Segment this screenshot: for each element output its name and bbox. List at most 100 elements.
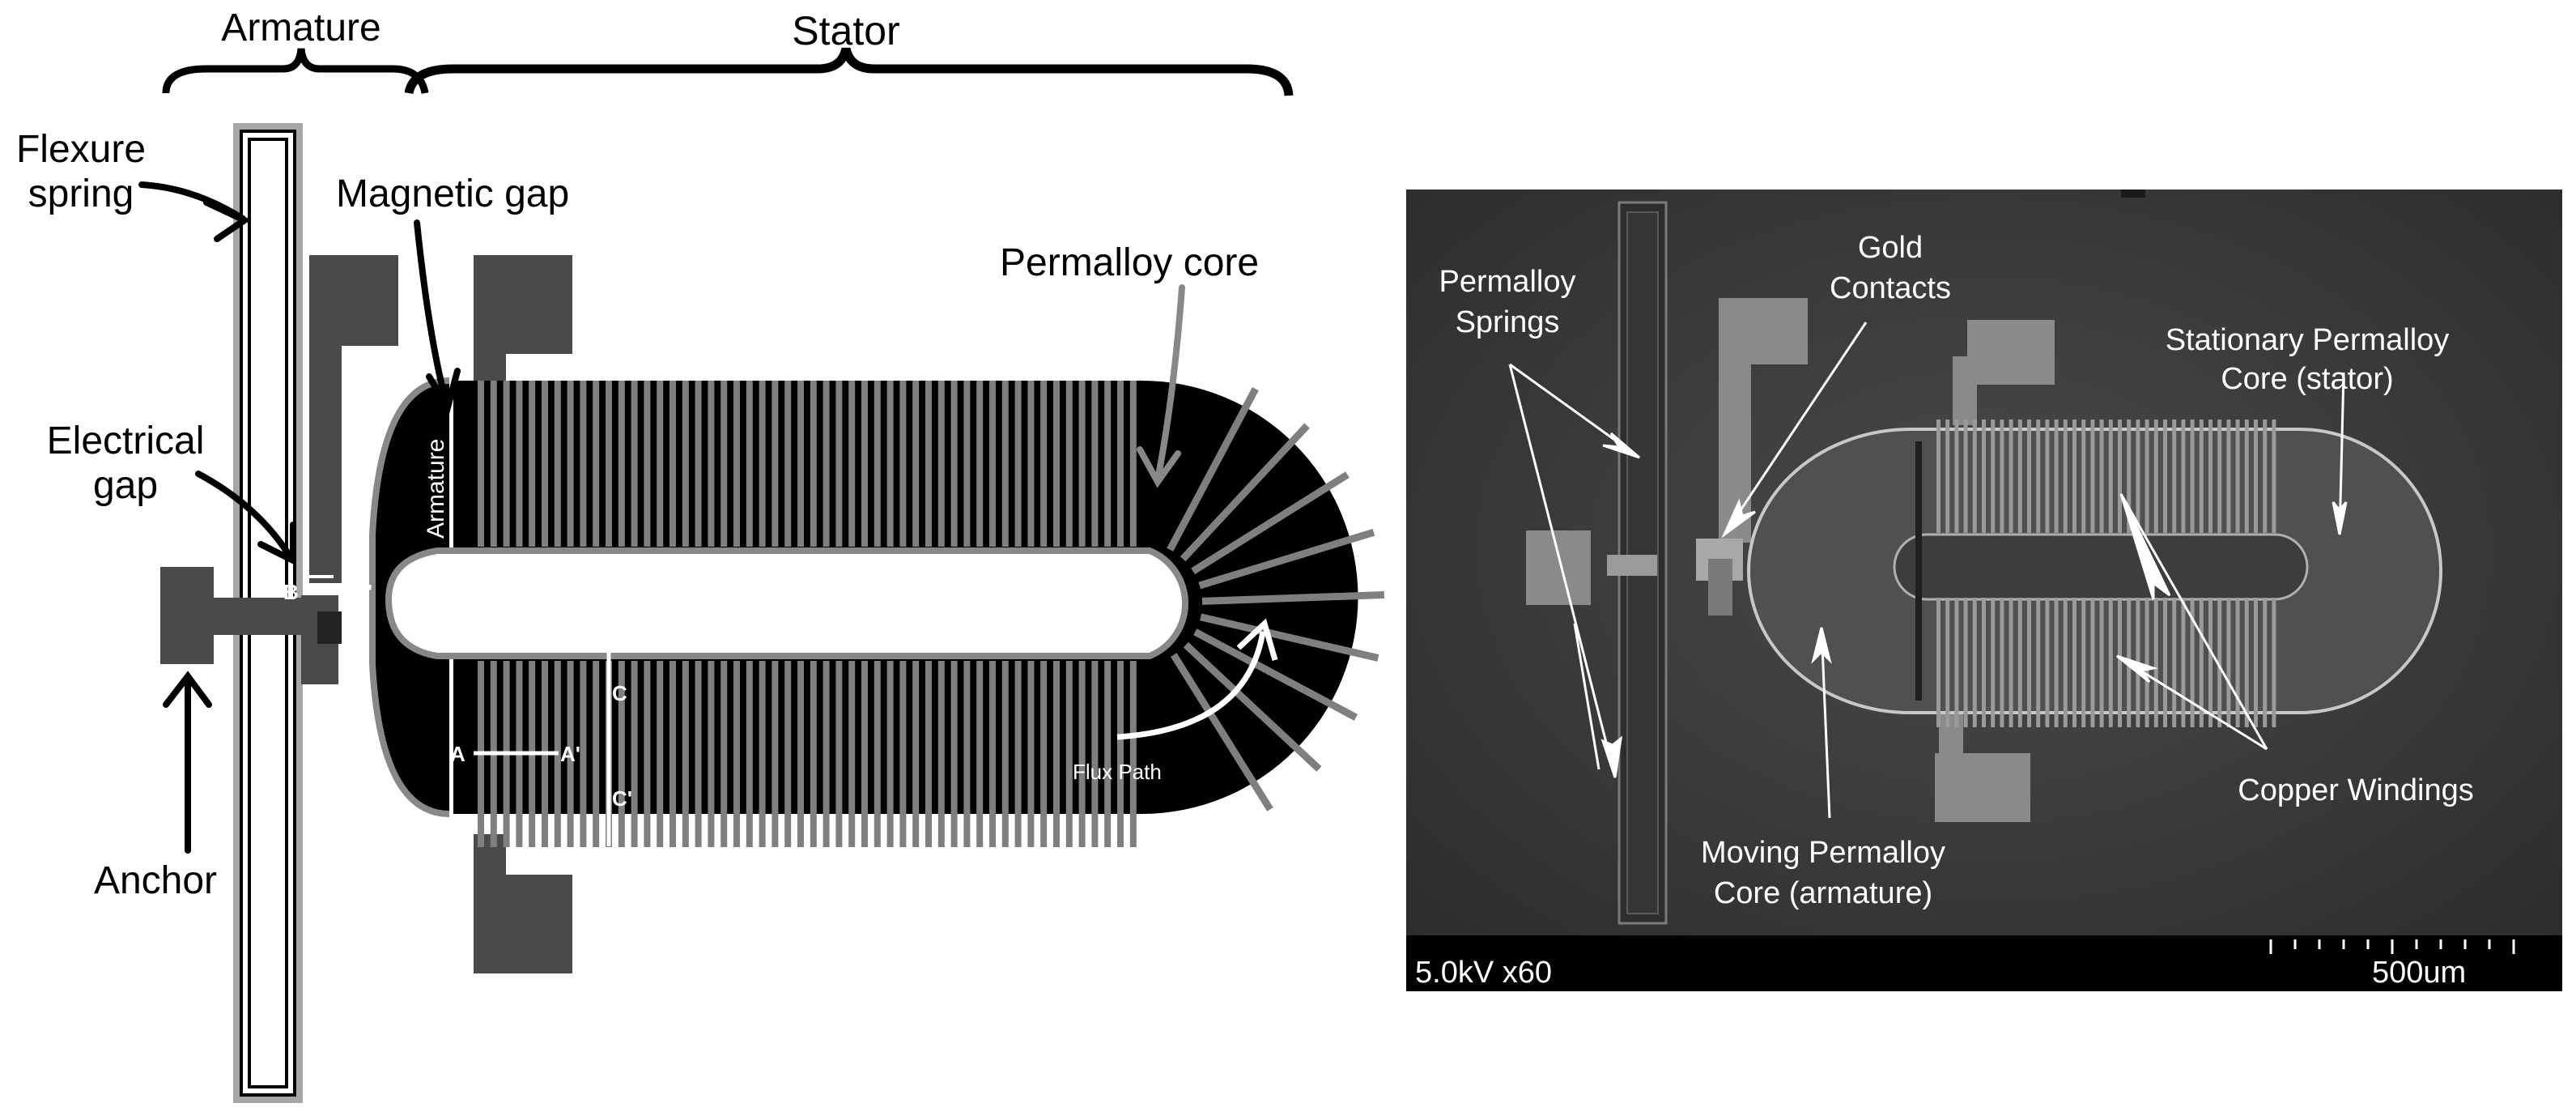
winding-upper <box>1065 381 1073 547</box>
winding-lower <box>682 661 689 847</box>
sem-winding-upper <box>1936 420 1941 533</box>
flux-path-label: Flux Path <box>1073 760 1162 784</box>
sem-winding-upper <box>2072 420 2077 533</box>
sem-winding-upper <box>2181 420 2186 533</box>
sem-winding-upper <box>2054 420 2059 533</box>
winding-lower <box>721 661 728 847</box>
winding-upper <box>759 381 766 547</box>
sem-image: 5.0kV x60 500um Permalloy Springs Gold C <box>1406 190 2562 991</box>
winding-lower <box>708 661 715 847</box>
label-a: A <box>450 742 465 766</box>
winding-upper <box>490 381 497 547</box>
winding-upper <box>1104 381 1112 547</box>
winding-lower <box>580 661 587 847</box>
winding-fan <box>1170 653 1273 811</box>
winding-lower <box>1027 661 1035 847</box>
winding-lower <box>861 661 868 847</box>
winding-lower <box>823 661 830 847</box>
sem-winding-lower <box>2081 598 2086 727</box>
sem-winding-upper <box>2199 420 2204 533</box>
winding-upper <box>848 381 856 547</box>
arrow-permalloy-core <box>1137 284 1185 488</box>
sem-winding-upper <box>2153 420 2158 533</box>
winding-upper <box>657 381 664 547</box>
winding-fan <box>1200 613 1379 662</box>
winding-lower <box>1117 661 1124 847</box>
winding-upper <box>695 381 702 547</box>
sem-winding-upper <box>2226 420 2231 533</box>
sem-winding-upper <box>1945 420 1950 533</box>
winding-upper <box>861 381 868 547</box>
sem-winding-lower <box>2272 598 2276 727</box>
sem-label-moving-1: Moving Permalloy <box>1701 836 1945 870</box>
sem-winding-upper <box>2254 420 2258 533</box>
sem-voltage-mag: 5.0kV x60 <box>1415 956 1552 990</box>
winding-upper <box>1040 381 1048 547</box>
winding-lower <box>784 661 792 847</box>
winding-upper <box>644 381 651 547</box>
winding-upper <box>708 381 715 547</box>
winding-upper <box>567 381 574 547</box>
sem-stator-pad-lower-stem <box>1939 713 1963 761</box>
winding-lower <box>925 661 932 847</box>
sem-label-springs-2: Springs <box>1456 305 1560 339</box>
winding-upper <box>810 381 817 547</box>
sem-winding-lower <box>2208 598 2213 727</box>
sem-winding-upper <box>1982 420 1986 533</box>
winding-upper <box>593 381 600 547</box>
sem-winding-lower <box>1936 598 1941 727</box>
winding-upper <box>670 381 676 547</box>
winding-upper <box>580 381 587 547</box>
winding-fan <box>1201 591 1384 605</box>
winding-lower <box>631 661 638 847</box>
winding-upper <box>1117 381 1124 547</box>
sem-scale-label: 500um <box>2372 956 2466 990</box>
sem-winding-lower <box>2163 598 2167 727</box>
callout-electrical-1: Electrical <box>47 420 205 462</box>
winding-upper <box>797 381 804 547</box>
sem-winding-upper <box>1954 420 1959 533</box>
sem-winding-lower <box>2263 598 2268 727</box>
callout-flexure-2: spring <box>28 173 134 215</box>
callout-arrows <box>138 181 461 854</box>
winding-upper <box>989 381 996 547</box>
winding-lower <box>1065 661 1073 847</box>
sem-winding-lower <box>1972 598 1977 727</box>
sem-anchor-bar <box>1607 555 1657 576</box>
winding-upper <box>721 381 728 547</box>
sem-winding-upper <box>1963 420 1968 533</box>
winding-lower <box>989 661 996 847</box>
sem-winding-lower <box>2045 598 2050 727</box>
winding-lower <box>657 661 664 847</box>
sem-label-stator-1: Stationary Permalloy <box>2166 323 2450 357</box>
sem-winding-lower <box>2254 598 2258 727</box>
sem-anchor-pad <box>1526 530 1591 605</box>
sem-winding-lower <box>2181 598 2186 727</box>
winding-upper <box>618 381 625 547</box>
winding-lower <box>950 661 958 847</box>
winding-upper <box>1078 381 1086 547</box>
sem-stator-pad-upper-stem <box>1953 356 1977 425</box>
winding-lower <box>899 661 907 847</box>
winding-upper <box>746 381 753 547</box>
winding-upper <box>950 381 958 547</box>
winding-lower <box>1091 661 1099 847</box>
sem-winding-lower <box>2027 598 2031 727</box>
sem-stator-pad-lower <box>1935 753 2030 822</box>
winding-upper <box>529 381 536 547</box>
sem-winding-upper <box>2009 420 2013 533</box>
callout-electrical-2: gap <box>93 464 158 507</box>
flux-path-arrowhead <box>1236 618 1278 661</box>
winding-upper <box>874 381 881 547</box>
sem-winding-upper <box>2235 420 2240 533</box>
sem-winding-upper <box>2118 420 2122 533</box>
callout-magnetic-gap: Magnetic gap <box>336 173 569 215</box>
winding-upper <box>937 381 945 547</box>
winding-fan <box>1193 628 1358 721</box>
sem-winding-lower <box>2217 598 2222 727</box>
sem-winding-upper <box>1991 420 1996 533</box>
callout-permalloy-core: Permalloy core <box>1000 241 1259 284</box>
label-c-prime: C' <box>612 786 632 811</box>
winding-upper <box>478 381 484 547</box>
winding-lower <box>644 661 651 847</box>
